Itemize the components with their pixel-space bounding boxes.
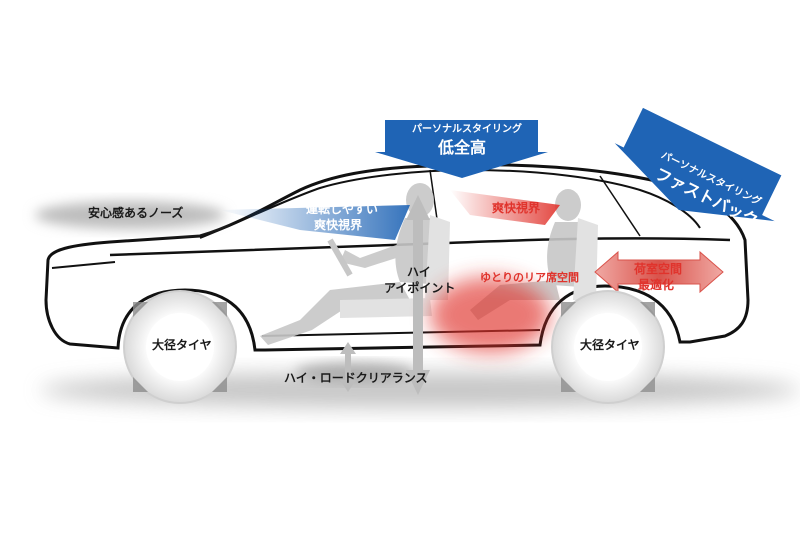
seat-shapes [340, 215, 598, 318]
front-view-label-line1: 運転しやすい [306, 202, 378, 216]
rear-view-label: 爽快視界 [492, 201, 541, 215]
rear-view-wedge [450, 190, 560, 225]
tilted-arrow-banner-icon [614, 107, 782, 222]
ground-clearance-label: ハイ・ロードクリアランス [284, 371, 428, 385]
low-height-caption-small: パーソナルスタイリング [412, 124, 522, 135]
cargo-label-line1: 荷室空間 [634, 262, 683, 276]
clearance-arrow-icon [340, 342, 356, 392]
c-pillar [599, 175, 641, 237]
hood-line [51, 261, 116, 269]
down-arrow-banner-icon [375, 120, 548, 178]
vertical-double-arrow-icon [406, 195, 430, 395]
front-wheel [123, 290, 237, 404]
front-view-wedge [220, 205, 410, 240]
horizontal-double-arrow-icon [594, 250, 724, 294]
fastback-banner [614, 107, 782, 222]
nose-highlight [35, 201, 225, 229]
eye-point-label-line1: ハイ [407, 265, 431, 279]
cargo-label-line2: 最適化 [638, 278, 675, 292]
front-view-label-line2: 爽快視界 [314, 218, 363, 232]
clearance-shadow [295, 362, 415, 382]
low-height-caption: 低全高 [438, 138, 487, 157]
low-height-banner [375, 120, 548, 178]
steering-wheel [327, 238, 353, 277]
rear-tire-label: 大径タイヤ [580, 338, 640, 352]
rear-seat-space-glow [430, 277, 550, 353]
front-tire-label: 大径タイヤ [152, 338, 212, 352]
rear-seat-space-label: ゆとりのリア席空間 [480, 271, 579, 284]
rear-wheel [551, 290, 665, 404]
eye-point-label-line2: アイポイント [384, 281, 456, 295]
nose-label: 安心感あるノーズ [88, 206, 184, 220]
